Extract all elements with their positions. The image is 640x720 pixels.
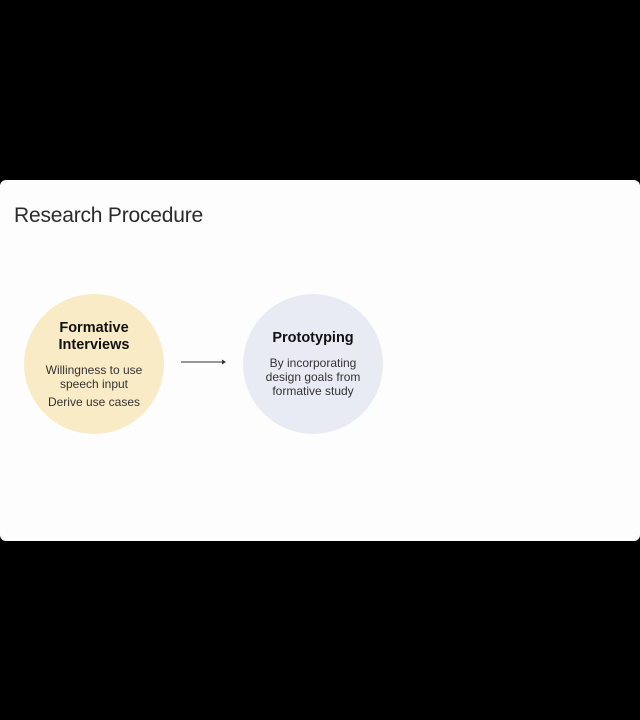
step-text-line-1: By incorporating: [269, 356, 357, 370]
slide: Research Procedure Formative Interviews …: [0, 180, 640, 541]
step-prototyping: Prototyping By incorporating design goal…: [243, 294, 383, 434]
step-title-line-2: Interviews: [58, 336, 130, 353]
step-text-line-3: formative study: [272, 384, 354, 398]
arrow-icon: [181, 359, 226, 365]
step-text-line-2: speech input: [59, 376, 129, 391]
step-title-line-1: Formative: [59, 319, 129, 336]
step-title: Prototyping: [272, 330, 354, 346]
slide-title: Research Procedure: [14, 204, 203, 227]
step-text-line-3: Derive use cases: [47, 394, 141, 409]
step-text-line-1: Willingness to use: [45, 362, 143, 377]
step-text-line-2: design goals from: [265, 370, 361, 384]
step-formative-interviews: Formative Interviews Willingness to use …: [24, 294, 164, 434]
